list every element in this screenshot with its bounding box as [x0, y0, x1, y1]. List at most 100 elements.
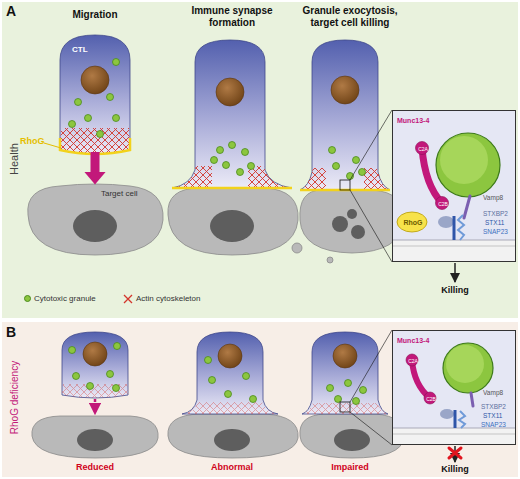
nucleus-fragment: [351, 225, 365, 239]
leader-line: [44, 143, 61, 148]
granule: [353, 157, 360, 164]
node-text: C2B: [436, 202, 450, 208]
stxbp2-protein: [440, 409, 454, 419]
ctl-body: [182, 332, 278, 414]
target-cell-shape: [168, 414, 298, 458]
granule: [209, 377, 216, 384]
killing-arrow: [454, 446, 456, 462]
granule: [345, 380, 352, 387]
granule: [113, 115, 120, 122]
granule: [329, 147, 336, 154]
node-text: STX11: [483, 412, 502, 419]
nucleus: [81, 66, 109, 94]
step-title: Granule exocytosis, target cell killing: [291, 5, 409, 28]
granule: [333, 163, 340, 170]
inset-a-art: [392, 110, 516, 282]
reduced-migration-arrow: [94, 399, 97, 414]
node-text: SNAP23: [481, 421, 506, 428]
target-cell-shape: [300, 190, 404, 253]
actin-band: [364, 168, 390, 190]
target-cell-shape: [300, 414, 404, 458]
granule: [225, 391, 232, 398]
inset-box: Munc13-4C2AC2BVamp8STXBP2STX11SNAP23: [392, 330, 516, 445]
granule-large: [436, 133, 500, 197]
c2-domain: [436, 197, 449, 210]
panel-band: BRhoG deficiencyMunc13-4C2AC2BVamp8STXBP…: [2, 322, 518, 477]
munc13-4-protein: [412, 360, 430, 398]
node-text: RhoG deficiency: [9, 338, 20, 458]
node-text: A: [6, 4, 16, 19]
zoom-line: [350, 190, 392, 262]
ctl-body: [300, 40, 390, 190]
legend-swatch: [24, 295, 31, 302]
granule: [87, 383, 94, 390]
target-cell-shape: [168, 188, 298, 255]
granule-large: [443, 343, 493, 393]
ctl-body: [302, 332, 388, 414]
cell-fragment: [292, 243, 302, 253]
target-nucleus: [210, 210, 254, 242]
munc13-4-protein: [422, 148, 442, 203]
target-nucleus: [73, 210, 117, 242]
c2-domain: [424, 392, 436, 404]
granule: [242, 149, 249, 156]
actin-band: [300, 168, 326, 190]
zoom-line: [350, 110, 392, 180]
rhog-edge: [60, 138, 130, 154]
actin-sample: [124, 295, 132, 303]
vamp8-protein: [471, 393, 473, 406]
node-text: Munc13-4: [397, 117, 429, 125]
granule: [360, 387, 367, 394]
membrane: [392, 240, 516, 262]
ctl-killing-deficient: [302, 330, 392, 445]
vamp8-protein: [464, 196, 470, 218]
zoom-square: [340, 402, 350, 412]
blocked-cross: [449, 448, 461, 458]
nucleus-fragment: [332, 216, 348, 232]
ctl-body: [62, 332, 128, 398]
node-text: B: [6, 325, 16, 340]
c2-domain: [416, 142, 429, 155]
granule: [205, 357, 212, 364]
target-nucleus: [334, 429, 370, 451]
node-text: Munc13-4: [397, 337, 429, 345]
granule: [113, 385, 120, 392]
ctl-migration: [44, 35, 130, 154]
granule: [69, 347, 76, 354]
membrane-line: [392, 245, 516, 246]
inset-background: [392, 330, 516, 445]
granule-core: [446, 345, 484, 383]
actin-band: [60, 128, 130, 154]
membrane-line: [392, 427, 516, 428]
step-title: Migration: [40, 9, 150, 21]
defect-label: Abnormal: [187, 462, 277, 472]
outcome-label: Killing: [430, 285, 480, 295]
membrane: [392, 428, 516, 445]
ctl-synapse: [172, 40, 292, 188]
node-text: SNAP23: [483, 228, 508, 235]
actin-band: [62, 384, 128, 398]
ctl-body: [60, 35, 130, 154]
protein-label: RhoG: [20, 136, 50, 146]
cell-fragment: [327, 257, 333, 263]
actin-band: [172, 166, 212, 188]
granule: [248, 163, 255, 170]
granule: [237, 169, 244, 176]
legend-text: Cytotoxic granule: [34, 294, 96, 303]
legend-text: Actin cytoskeleton: [136, 294, 200, 303]
inset-background: [392, 110, 516, 262]
granule: [353, 398, 360, 405]
node-text: Vamp8: [483, 194, 503, 201]
node-text: Health: [8, 129, 20, 189]
zoom-line: [350, 412, 392, 445]
granule: [211, 157, 218, 164]
ctl-synapse-deficient: [182, 332, 278, 414]
target-cell: Target cell: [25, 185, 165, 255]
panel-band: AHealthCTLTarget cellMunc13-4C2AC2BVamp8…: [2, 2, 518, 318]
membrane-line: [392, 433, 516, 434]
granule: [113, 59, 120, 66]
snap23-protein: [459, 411, 465, 428]
granule: [243, 373, 250, 380]
